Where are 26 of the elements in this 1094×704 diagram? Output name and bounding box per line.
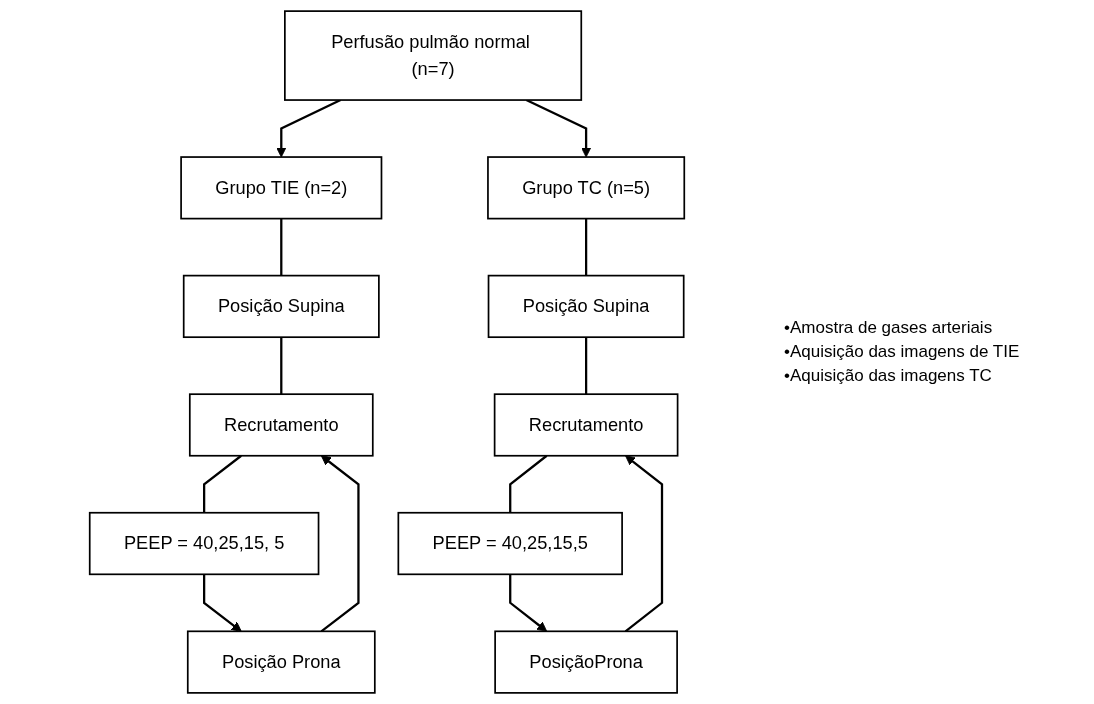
connector: [280, 337, 283, 395]
node-box: Posição Supina: [487, 274, 685, 339]
node-box: Recrutamento: [493, 393, 679, 457]
node-box: Grupo TIE (n=2): [180, 156, 383, 220]
arrow: [276, 99, 342, 158]
arrow: [320, 455, 360, 633]
connector: [509, 454, 548, 513]
arrow: [624, 455, 664, 633]
connector: [280, 218, 283, 276]
connector: [584, 218, 588, 276]
node-box: PEEP = 40,25,15, 5: [88, 511, 320, 576]
connector: [584, 337, 588, 395]
node-box: PosiçãoProna: [494, 630, 678, 694]
arrow: [525, 99, 592, 158]
note-text: •Aquisição das imagens TC: [784, 364, 993, 387]
arrow: [509, 574, 548, 632]
connector: [203, 454, 242, 513]
node-box: Grupo TC (n=5): [487, 156, 686, 220]
arrow: [203, 574, 242, 632]
note-text: •Aquisição das imagens de TIE: [784, 341, 1021, 364]
node-box: Perfusão pulmão normal (n=7): [284, 10, 583, 101]
node-box: Posição Supina: [182, 274, 380, 339]
node-box: PEEP = 40,25,15,5: [397, 511, 623, 576]
node-box: Recrutamento: [188, 393, 374, 457]
note-text: •Amostra de gases arteriais: [784, 317, 994, 340]
node-box: Posição Prona: [186, 630, 376, 694]
